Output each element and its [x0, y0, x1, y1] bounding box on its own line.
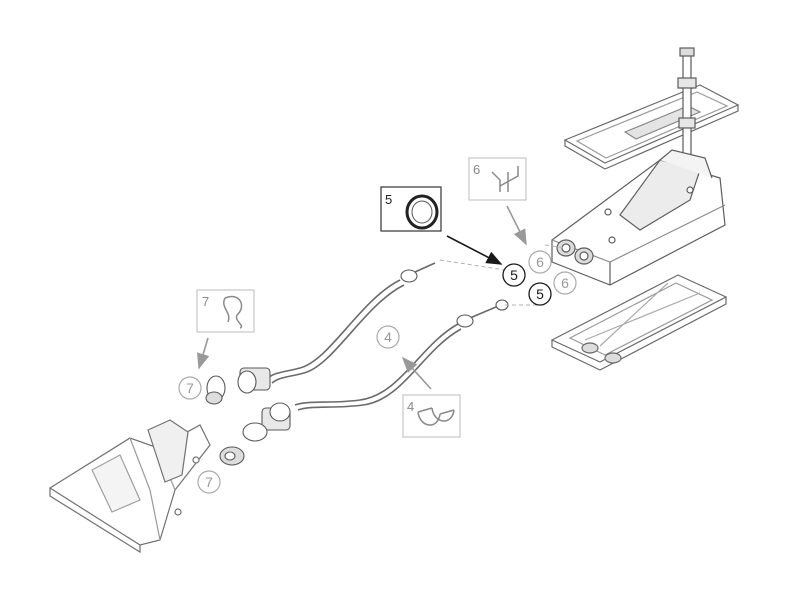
gear-lever-shaft [677, 47, 697, 171]
callout-6-upper: 6 [528, 250, 552, 274]
inset-seal-5-number: 5 [385, 192, 392, 207]
svg-text:6: 6 [536, 254, 544, 270]
svg-text:6: 6 [561, 275, 569, 291]
inset-clip-6-number: 6 [473, 162, 480, 177]
callout-5-lower: 5 [528, 282, 552, 306]
callout-5-upper: 5 [502, 263, 526, 287]
cable-bush-icon [417, 407, 455, 426]
inset-clip-7: 7 [196, 289, 255, 333]
inset-bush-4: 4 [402, 394, 461, 438]
svg-text:5: 5 [536, 286, 544, 302]
shifter-housing [551, 149, 726, 286]
svg-text:5: 5 [510, 267, 518, 283]
inset-bush-4-number: 4 [407, 399, 414, 414]
retaining-clip-icon [491, 166, 519, 192]
inset-clip-7-number: 7 [202, 294, 209, 309]
arrow-seal-5 [446, 235, 503, 265]
callout-7-upper: 7 [178, 376, 202, 400]
arrow-bush-4 [401, 356, 432, 390]
alignment-lines [439, 244, 566, 306]
callout-6-right: 6 [553, 271, 577, 295]
inset-seal-5: 5 [380, 186, 442, 232]
inset-clip-6: 6 [468, 157, 527, 201]
svg-text:7: 7 [186, 380, 194, 396]
svg-text:7: 7 [205, 474, 213, 490]
gearbox-bracket [48, 419, 211, 554]
shifter-gate-plate [563, 84, 740, 170]
selector-cable [267, 262, 436, 384]
arrow-clip-7 [197, 337, 210, 370]
svg-text:4: 4 [384, 329, 392, 345]
arrow-clip-6 [506, 205, 527, 246]
shifter-base-plate [550, 274, 728, 371]
callout-4: 4 [376, 325, 400, 349]
spring-clip-icon [223, 295, 243, 329]
selector-cable-end [205, 269, 418, 405]
callout-7-lower: 7 [197, 470, 221, 494]
